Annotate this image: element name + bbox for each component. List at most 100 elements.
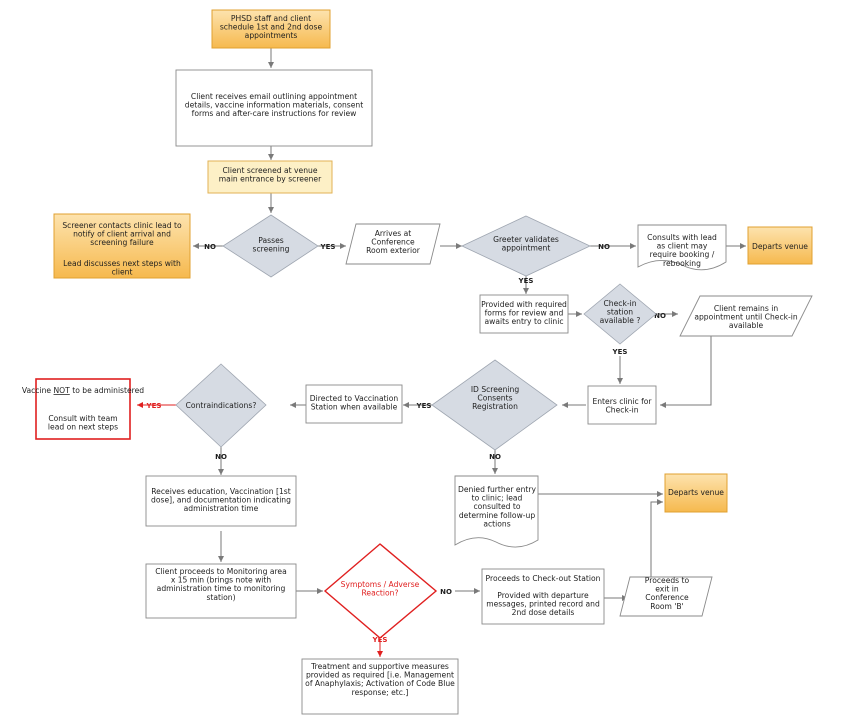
vaccine-not-emphasis: NOT <box>54 386 71 395</box>
text-line: Client proceeds to Monitoring area <box>155 567 287 576</box>
connectors <box>137 48 746 657</box>
yes-label: YES <box>320 243 336 251</box>
enters-clinic-node <box>587 385 657 425</box>
checkout-text: Proceeds to Check-out Station <box>486 574 601 583</box>
email-node <box>175 69 373 147</box>
text-line: Departs venue <box>668 488 724 497</box>
checkout-node <box>481 568 605 625</box>
text-line: Contraindications? <box>186 401 257 410</box>
departs-venue-text: Departs venue <box>668 488 724 497</box>
text-line: determine follow-up <box>459 511 535 520</box>
text-line: Lead discusses next steps with <box>63 259 181 268</box>
text-line: x 15 min (brings note with <box>171 576 272 585</box>
yes-label: YES <box>518 277 534 285</box>
connector <box>660 336 712 408</box>
text-line: awaits entry to clinic <box>485 317 564 326</box>
client-remains-node <box>679 295 813 337</box>
text-line: main entrance by screener <box>219 175 322 184</box>
vaccine-text: Vaccine <box>22 386 54 395</box>
text-line: Denied further entry <box>458 485 537 494</box>
text-line: appointment <box>502 244 551 253</box>
yes-label: YES <box>372 636 388 644</box>
departs-venue-node <box>664 473 728 513</box>
text-line: Symptoms / Adverse <box>341 580 420 589</box>
text-line: Registration <box>472 402 518 411</box>
text-line: administration time <box>184 504 259 513</box>
receives-education-node <box>145 475 297 527</box>
text-line: Client screened at venue <box>222 166 317 175</box>
monitoring-node <box>145 563 297 619</box>
no-label: NO <box>204 243 216 251</box>
yes-label: YES <box>416 402 432 410</box>
text-line: Client remains in <box>714 304 778 313</box>
schedule-node <box>211 9 331 49</box>
text-line: screening failure <box>90 238 154 247</box>
text-line: Conference <box>371 238 415 247</box>
text-line: schedule 1st and 2nd dose <box>220 23 323 32</box>
yes-label: YES <box>612 348 628 356</box>
text-line: administration time to monitoring <box>157 584 286 593</box>
text-line: rebooking <box>663 259 701 268</box>
no-label: NO <box>215 453 227 461</box>
text-line: 2nd dose details <box>512 608 575 617</box>
provided-forms-node <box>479 294 569 334</box>
text-line: Screener contacts clinic lead to <box>62 221 182 230</box>
departs-venue-text: Departs venue <box>752 242 808 251</box>
text-line: as client may <box>657 242 708 251</box>
text-line: Arrives at <box>375 229 412 238</box>
text-line: appointment until Check-in <box>694 313 798 322</box>
checkin-available-decision <box>583 283 657 345</box>
text-line: Greeter validates <box>493 235 559 244</box>
text-line: to clinic; lead <box>472 494 523 503</box>
passes-screening-decision <box>222 214 319 278</box>
text-line: Provided with departure <box>497 591 589 600</box>
text-line: Client receives email outlining appointm… <box>191 92 357 101</box>
text-line: of Anaphylaxis; Activation of Code Blue <box>305 679 455 688</box>
text-line: Proceeds to Check-out Station <box>486 574 601 583</box>
greeter-decision <box>461 215 591 277</box>
text-line: available ? <box>600 316 641 325</box>
text-line: Consult with team <box>48 414 117 423</box>
text-line: Room exterior <box>366 246 421 255</box>
text-line: Consults with lead <box>647 233 717 242</box>
contraindications-decision <box>175 363 267 448</box>
no-label: NO <box>440 588 452 596</box>
text-line: exit in <box>655 585 679 594</box>
denied-node <box>454 475 539 548</box>
text-line: Enters clinic for <box>592 397 652 406</box>
text-line: forms for review and <box>485 309 564 318</box>
text-line: Conference <box>645 593 689 602</box>
text-line: Room 'B' <box>650 602 683 611</box>
contraindications-text: Contraindications? <box>186 401 257 410</box>
text-line: forms and after-care instructions for re… <box>192 109 357 118</box>
departs-venue-node <box>747 226 813 265</box>
text-line: Consents <box>477 394 512 403</box>
text-line: station <box>607 308 633 317</box>
text-line: Treatment and supportive measures <box>310 662 449 671</box>
exit-node <box>619 576 713 617</box>
id-screening-decision <box>431 359 558 451</box>
no-label: NO <box>654 312 666 320</box>
text-line: Check-in <box>605 406 638 415</box>
text-line: Provided with required <box>481 300 567 309</box>
screened-node <box>207 160 333 194</box>
text-line: response; etc.] <box>352 688 409 697</box>
text-line: Departs venue <box>752 242 808 251</box>
text-line: available <box>729 321 764 330</box>
text-line: consulted to <box>473 502 520 511</box>
connector <box>650 499 663 577</box>
text-line: lead on next steps <box>48 423 118 432</box>
text-line: screening <box>253 245 290 254</box>
